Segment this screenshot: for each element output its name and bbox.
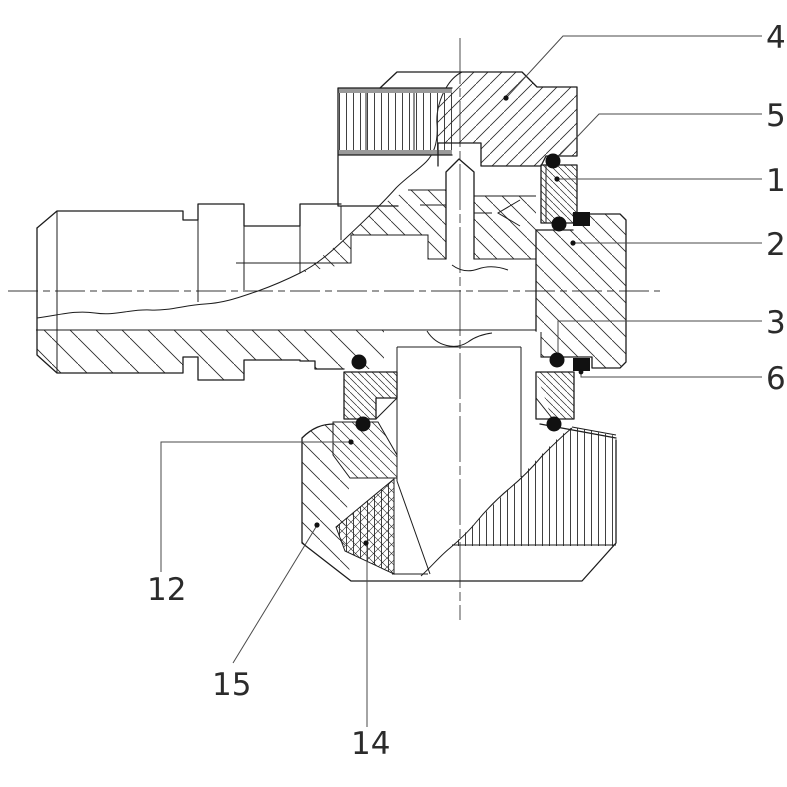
- gland-section: [333, 422, 397, 478]
- body-seat-right-section: [474, 196, 536, 259]
- callout-1: 1: [554, 163, 786, 199]
- valve-body: [343, 213, 627, 420]
- top-cap-nut: [337, 71, 578, 207]
- body-upper-left-section: [300, 190, 446, 273]
- cap-nut-section: [436, 72, 577, 166]
- callout-14: 14: [351, 540, 390, 762]
- o-ring-lower-mid-right: [549, 352, 565, 368]
- callout-2: 2: [570, 227, 786, 263]
- knurl-band-bottom: [338, 150, 452, 155]
- knurl-band-top: [338, 88, 452, 93]
- top-knurl: [339, 93, 452, 150]
- body-right-block-section: [536, 214, 626, 368]
- callout-3-label: 3: [766, 305, 786, 341]
- callout-14-label: 14: [351, 726, 390, 762]
- backup-ring-upper: [573, 212, 590, 226]
- cone-outline: [335, 477, 395, 575]
- o-ring-lower-mid-left: [351, 354, 367, 370]
- bottom-break-line: [420, 427, 573, 577]
- callout-3: 3: [555, 305, 786, 358]
- callout-5-label: 5: [766, 98, 786, 134]
- o-ring-bottom-left: [355, 416, 371, 432]
- callout-12-label: 12: [147, 572, 186, 608]
- backup-ring-lower: [573, 358, 590, 371]
- tube-break-line: [426, 330, 493, 347]
- o-ring-top: [545, 153, 561, 169]
- callout-6: 6: [578, 361, 786, 397]
- callout-4-label: 4: [766, 20, 786, 56]
- seals: [351, 153, 590, 432]
- lower-right-sleeve-section: [536, 372, 574, 419]
- callout-2-label: 2: [766, 227, 786, 263]
- stud-lower-wall-section: [36, 330, 384, 380]
- o-ring-upper-mid: [551, 216, 567, 232]
- callout-15: 15: [212, 522, 320, 703]
- callout-1-label: 1: [766, 163, 786, 199]
- valve-stem: [408, 158, 536, 260]
- tube: [392, 346, 522, 575]
- gland-outline: [332, 421, 398, 479]
- callouts: 4 5 1 2 3 6 12 15: [147, 20, 786, 762]
- bottom-nut-section: [302, 424, 351, 578]
- callout-4: 4: [503, 20, 786, 101]
- bottom-knurl: [452, 427, 616, 546]
- callout-5: 5: [554, 98, 786, 161]
- callout-6-label: 6: [766, 361, 786, 397]
- callout-12: 12: [147, 439, 354, 608]
- o-ring-bottom-right: [546, 416, 562, 432]
- lower-left-sleeve-section: [344, 372, 397, 419]
- callout-15-label: 15: [212, 667, 251, 703]
